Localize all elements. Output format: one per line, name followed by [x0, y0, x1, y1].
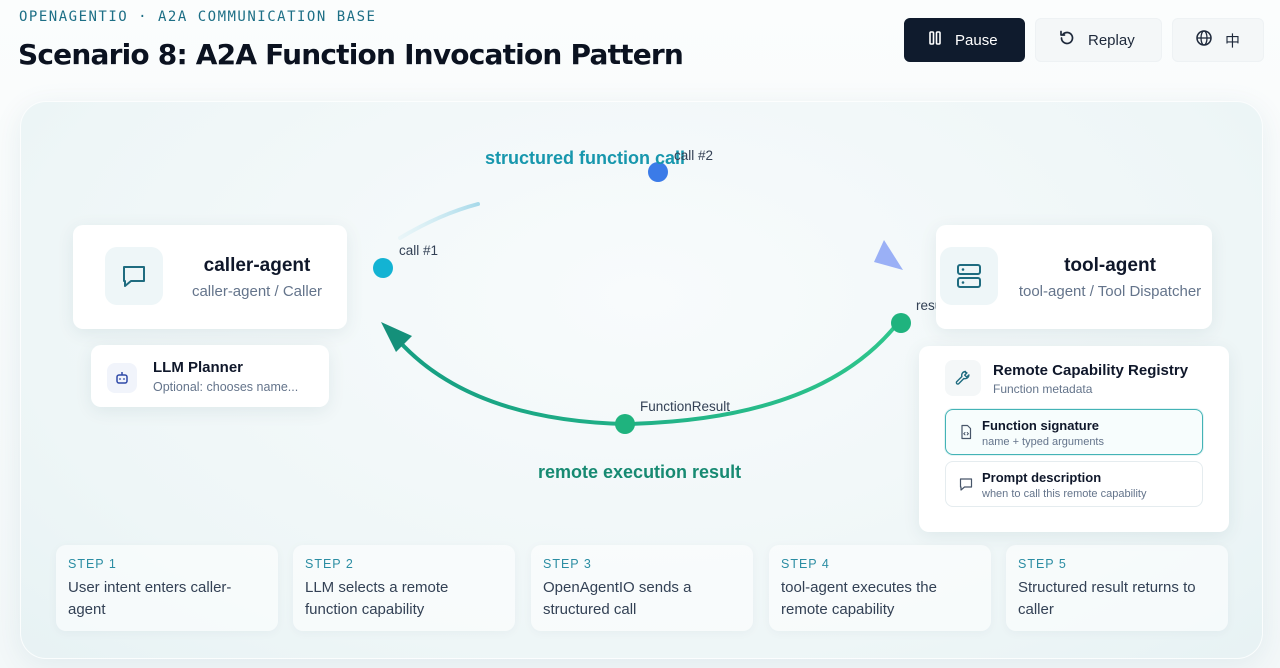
tool-agent-name: tool-agent	[1064, 255, 1156, 276]
step-label: STEP 4	[781, 557, 830, 571]
caller-agent-subtitle: caller-agent / Caller	[191, 283, 323, 300]
language-label: 中	[1225, 32, 1241, 50]
replay-icon	[1058, 29, 1076, 51]
planner-subtitle: Optional: chooses name...	[153, 380, 299, 394]
registry-subtitle: Function metadata	[993, 382, 1093, 396]
step-card-3: STEP 3 OpenAgentIO sends a structured ca…	[531, 545, 753, 631]
chat-bubble-icon	[105, 247, 163, 305]
step-label: STEP 1	[68, 557, 117, 571]
registry-item-subtitle: name + typed arguments	[982, 436, 1104, 448]
server-icon	[940, 247, 998, 305]
step-text: Structured result returns to caller	[1018, 579, 1196, 618]
step-card-5: STEP 5 Structured result returns to call…	[1006, 545, 1228, 631]
step-label: STEP 2	[305, 557, 354, 571]
tool-agent-card[interactable]: tool-agent tool-agent / Tool Dispatcher	[936, 225, 1212, 329]
chat-bubble-icon	[958, 476, 974, 492]
pause-button[interactable]: Pause	[904, 18, 1025, 62]
step-label: STEP 5	[1018, 557, 1067, 571]
replay-button[interactable]: Replay	[1035, 18, 1162, 62]
step-card-2: STEP 2 LLM selects a remote function cap…	[293, 545, 515, 631]
registry-item-subtitle: when to call this remote capability	[982, 488, 1147, 500]
step-label: STEP 3	[543, 557, 592, 571]
replay-label: Replay	[1088, 31, 1135, 49]
step-text: OpenAgentIO sends a structured call	[543, 579, 692, 618]
robot-icon	[107, 363, 137, 393]
wrench-icon	[945, 360, 981, 396]
registry-item-prompt-description[interactable]: Prompt description when to call this rem…	[945, 461, 1203, 507]
capability-registry-card: Remote Capability Registry Function meta…	[919, 346, 1229, 532]
registry-item-title: Function signature	[982, 418, 1099, 433]
step-text: User intent enters caller-agent	[68, 579, 232, 618]
page-title: Scenario 8: A2A Function Invocation Patt…	[18, 38, 684, 71]
globe-icon	[1195, 29, 1213, 51]
step-text: tool-agent executes the remote capabilit…	[781, 579, 937, 618]
llm-planner-card[interactable]: LLM Planner Optional: chooses name...	[91, 345, 329, 407]
tool-agent-subtitle: tool-agent / Tool Dispatcher	[1018, 283, 1202, 300]
planner-title: LLM Planner	[153, 359, 244, 376]
registry-item-title: Prompt description	[982, 470, 1102, 485]
step-card-4: STEP 4 tool-agent executes the remote ca…	[769, 545, 991, 631]
eyebrow: OPENAGENTIO · A2A COMMUNICATION BASE	[19, 9, 377, 25]
step-text: LLM selects a remote function capability	[305, 579, 449, 618]
caller-agent-card[interactable]: caller-agent caller-agent / Caller	[73, 225, 347, 329]
language-toggle-button[interactable]: 中	[1172, 18, 1264, 62]
pause-label: Pause	[955, 31, 998, 49]
step-card-1: STEP 1 User intent enters caller-agent	[56, 545, 278, 631]
registry-item-function-signature[interactable]: Function signature name + typed argument…	[945, 409, 1203, 455]
caller-agent-name: caller-agent	[203, 255, 311, 276]
registry-title: Remote Capability Registry	[993, 362, 1189, 379]
code-file-icon	[958, 424, 974, 440]
pause-icon	[927, 30, 943, 50]
